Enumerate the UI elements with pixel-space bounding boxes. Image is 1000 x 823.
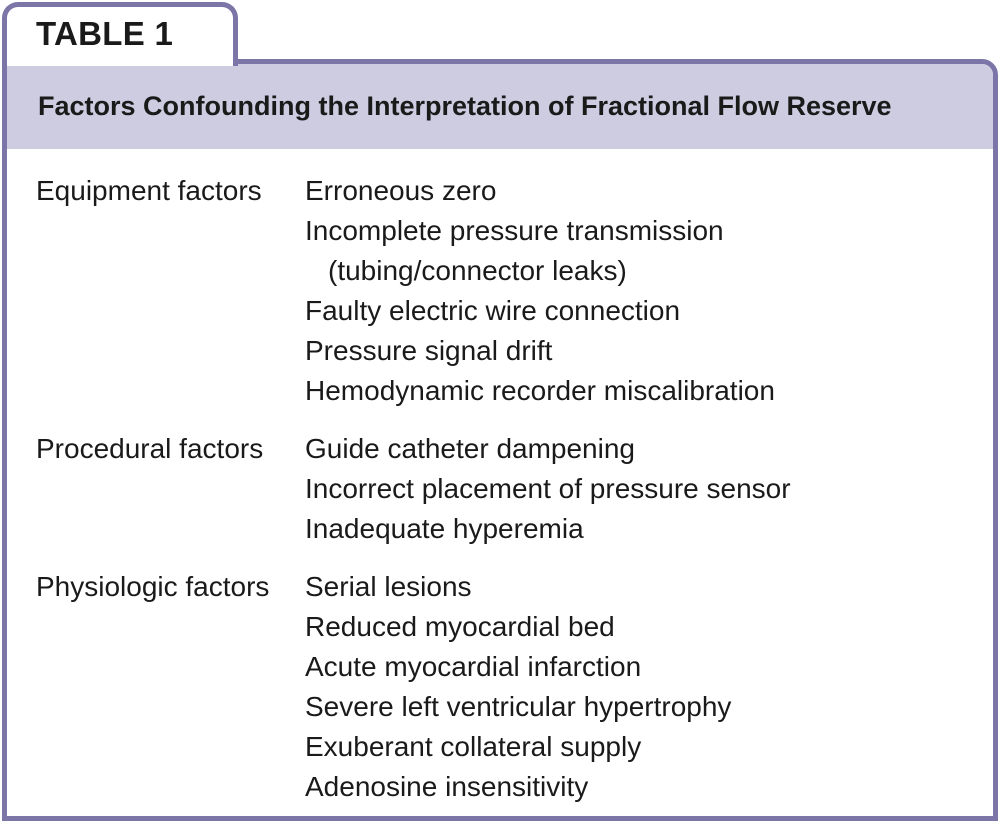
section-item: Faulty electric wire connection: [305, 295, 681, 326]
section-item: Inadequate hyperemia: [305, 513, 584, 544]
section-item: Guide catheter dampening: [305, 433, 635, 464]
section-item: Reduced myocardial bed: [305, 611, 615, 642]
table-frame: Factors Confounding the Interpretation o…: [2, 59, 998, 821]
section-item: Exuberant collateral supply: [305, 731, 642, 762]
section-label: Procedural factors: [36, 433, 264, 464]
section-item: Incomplete pressure transmission: [305, 215, 724, 246]
section-item: Serial lesions: [305, 571, 472, 602]
section-label: Physiologic factors: [36, 571, 270, 602]
section-label: Equipment factors: [36, 175, 262, 206]
section-item: Acute myocardial infarction: [305, 651, 642, 682]
table-number-tab: TABLE 1: [2, 2, 238, 66]
section-item: Severe left ventricular hypertrophy: [305, 691, 732, 722]
section-item: (tubing/connector leaks): [328, 255, 627, 286]
section-item: Incorrect placement of pressure sensor: [305, 473, 791, 504]
section-item: Hemodynamic recorder miscalibration: [305, 375, 775, 406]
section-item: Pressure signal drift: [305, 335, 553, 366]
table-header-band: Factors Confounding the Interpretation o…: [7, 64, 993, 149]
table-section: Procedural factors Guide catheter dampeni…: [7, 429, 993, 549]
table-header-title: Factors Confounding the Interpretation o…: [38, 91, 892, 121]
section-item: Erroneous zero: [305, 175, 497, 206]
section-item: Adenosine insensitivity: [305, 771, 589, 802]
table-number-label: TABLE 1: [36, 15, 174, 52]
